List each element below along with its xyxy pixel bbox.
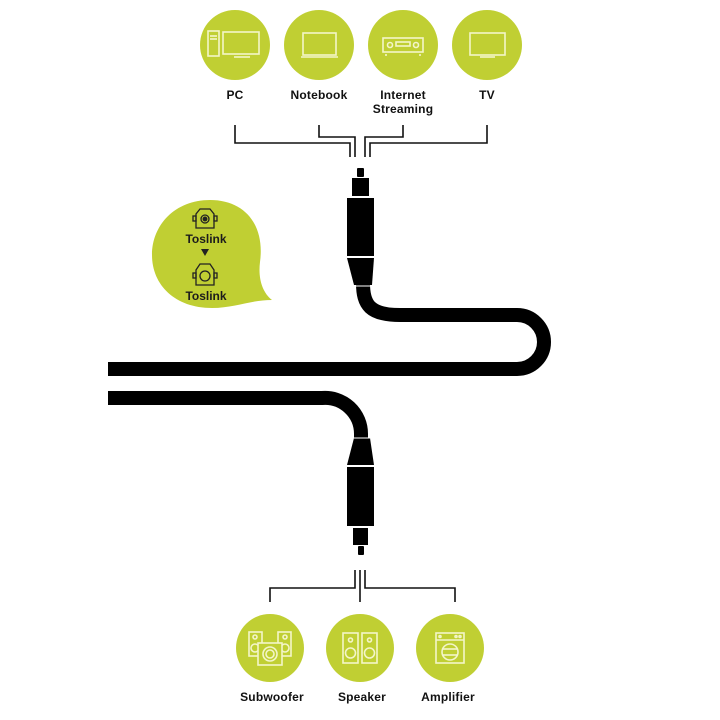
- notebook-icon: [301, 32, 338, 58]
- source-pc: [200, 10, 270, 80]
- source-notebook: [284, 10, 354, 80]
- amplifier-icon: [435, 632, 465, 664]
- output-subwoofer: [236, 614, 304, 682]
- arrow-down-icon: [201, 249, 209, 256]
- source-label-pc: PC: [226, 88, 244, 102]
- bubble-bottom-label: Toslink: [185, 289, 227, 303]
- source-label-notebook: Notebook: [290, 88, 348, 102]
- output-label-amplifier: Amplifier: [421, 690, 475, 704]
- speaker-icon: [342, 632, 378, 664]
- toslink-male-icon: [192, 263, 218, 286]
- top-toslink-plug: [347, 168, 374, 285]
- output-speaker: [326, 614, 394, 682]
- bubble-top-label: Toslink: [185, 232, 227, 246]
- tv-icon: [469, 32, 506, 58]
- source-label-internet-streaming: Internet Streaming: [373, 88, 433, 116]
- toslink-female-icon: [192, 208, 218, 229]
- source-label-internet-line1: Internet: [380, 88, 426, 102]
- source-label-tv: TV: [479, 88, 495, 102]
- source-tv: [452, 10, 522, 80]
- connector-info-bubble: [152, 200, 272, 308]
- source-bracket: [234, 125, 488, 157]
- bottom-toslink-plug: [347, 438, 374, 555]
- output-label-subwoofer: Subwoofer: [240, 690, 304, 704]
- pc-icon: [207, 30, 260, 58]
- output-bracket: [269, 570, 456, 602]
- output-amplifier: [416, 614, 484, 682]
- streaming-receiver-icon: [382, 37, 424, 56]
- source-internet-streaming: [368, 10, 438, 80]
- toslink-cable: [108, 282, 551, 440]
- subwoofer-icon: [248, 631, 292, 666]
- output-label-speaker: Speaker: [337, 690, 387, 704]
- source-label-internet-line2: Streaming: [372, 102, 434, 116]
